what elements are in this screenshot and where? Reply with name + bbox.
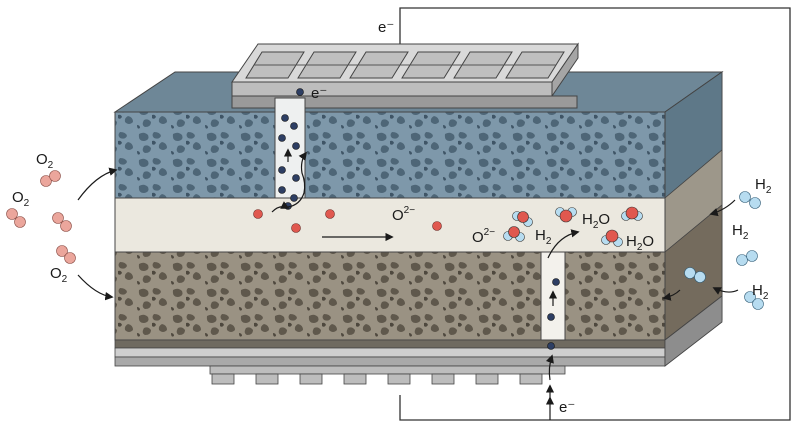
water-label-2: H2O xyxy=(626,233,654,253)
oxide-ions xyxy=(253,209,442,233)
electron-label-bottom: e⁻ xyxy=(559,399,575,416)
hydrogen-label-1: H2 xyxy=(535,227,552,247)
oxygen-molecules xyxy=(6,170,76,264)
electrons-anode xyxy=(547,278,560,350)
hydrogen-label-2: H2 xyxy=(755,176,772,196)
hydrogen-label-3: H2 xyxy=(732,222,749,242)
hydrogen-inflow-arrows xyxy=(662,199,739,301)
oxide-ion-label-1: O2− xyxy=(392,205,415,224)
bottom-plate-2 xyxy=(114,347,666,358)
oxygen-label-3: O2 xyxy=(50,265,68,285)
oxygen-label-2: O2 xyxy=(12,189,30,209)
electrolyte-layer xyxy=(114,197,666,253)
cathode-layer xyxy=(114,111,666,199)
external-circuit-wire xyxy=(399,7,791,421)
bottom-plate-1 xyxy=(114,339,666,349)
cathode-pore-channel xyxy=(274,97,306,199)
electron-label-pore: e⁻ xyxy=(311,85,327,102)
electron-label-top: e⁻ xyxy=(378,19,394,36)
water-formation-arrow xyxy=(547,229,580,259)
bottom-current-collector xyxy=(209,365,566,385)
water-molecules xyxy=(503,206,643,247)
oxygen-label-1: O2 xyxy=(36,151,54,171)
hydrogen-label-4: H2 xyxy=(752,282,769,302)
bottom-plate-right xyxy=(664,295,723,367)
bottom-plate-3 xyxy=(114,356,666,367)
oxide-ion-label-2: O2− xyxy=(472,227,495,246)
anode-layer xyxy=(114,251,666,341)
top-current-collector xyxy=(231,42,579,109)
oxygen-inflow-arrows xyxy=(77,167,118,301)
water-label-1: H2O xyxy=(582,211,610,231)
ion-flow-arrows xyxy=(271,201,394,242)
hydrogen-molecules xyxy=(684,191,764,310)
electron-flow-arrows-cathode xyxy=(283,148,308,208)
